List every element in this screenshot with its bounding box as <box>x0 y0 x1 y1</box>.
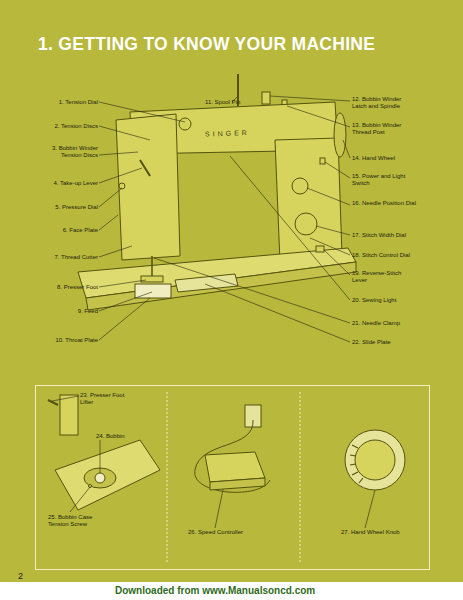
needle-position-dial <box>292 178 308 194</box>
callout-label: 15. Power and Light Switch <box>352 173 418 187</box>
callout-label: 11. Spool Pin <box>205 99 265 106</box>
bed-front <box>86 262 356 310</box>
sewing-machine <box>78 74 356 310</box>
leader-lines <box>99 96 350 342</box>
presser-foot <box>141 276 163 282</box>
callout-label: 19. Reverse-Stitch Lever <box>352 270 418 284</box>
panel-divider <box>167 392 168 564</box>
leader-line <box>154 258 350 323</box>
leader-line <box>99 292 152 311</box>
leader-line <box>316 226 350 235</box>
leader-line <box>100 440 101 473</box>
leader-line <box>365 490 375 528</box>
tension-dial <box>179 118 191 130</box>
leader-line <box>99 126 150 140</box>
leader-line <box>99 246 132 257</box>
machine-pillar <box>275 138 342 262</box>
leader-line <box>99 215 118 230</box>
power-cord <box>195 420 270 492</box>
callout-label: 23. Presser Foot Lifter <box>80 392 132 406</box>
callout-label: 17. Stitch Width Dial <box>352 232 422 239</box>
accessory-panels <box>48 392 405 564</box>
callout-label: 18. Stitch Control Dial <box>352 252 422 259</box>
leader-line <box>307 188 350 205</box>
leader-line <box>99 298 150 340</box>
page-number: 2 <box>18 571 38 581</box>
accessory-panel: 23. Presser Foot Lifter 24. Bobbin 25. Bob… <box>35 385 430 570</box>
callout-label: 27. Hand Wheel Knob <box>341 529 421 536</box>
bobbin-winder <box>262 92 270 104</box>
page-title: 1. GETTING TO KNOW YOUR MACHINE <box>38 34 375 55</box>
power-switch <box>320 158 325 164</box>
callout-label: 20. Sewing Light <box>352 297 422 304</box>
callout-label: 4. Take-up Lever <box>38 180 98 187</box>
bobbin-area <box>48 395 160 510</box>
callout-label: 2. Tension Discs <box>38 123 98 130</box>
head-detail <box>60 395 78 435</box>
knob-ridges <box>350 445 363 483</box>
knob-rim <box>345 430 405 490</box>
callout-label: 1. Tension Dial <box>38 99 98 106</box>
callout-label: 10. Throat Plate <box>38 337 98 344</box>
callout-label: 22. Slide Plate <box>352 339 422 346</box>
machine-head <box>116 114 180 260</box>
leader-line <box>52 396 79 401</box>
callout-label: 5. Pressure Dial <box>38 204 98 211</box>
needle-bar <box>151 256 153 278</box>
stitch-width-dial <box>295 213 317 235</box>
leader-line <box>287 106 350 127</box>
leader-line <box>324 250 350 275</box>
callout-label: 21. Needle Clamp <box>352 320 422 327</box>
callout-label: 3. Bobbin Winder Tension Discs <box>46 145 98 159</box>
callout-label: 9. Feed <box>38 308 98 315</box>
callout-label: 13. Bobbin Winder Thread Post <box>352 122 410 136</box>
knob-face <box>355 440 395 480</box>
callout-label: 24. Bobbin <box>96 433 136 440</box>
leader-line <box>99 152 138 155</box>
panel-divider <box>300 392 301 564</box>
callout-label: 14. Hand Wheel <box>352 155 422 162</box>
callout-label: 8. Presser Foot <box>38 284 98 291</box>
hand-wheel <box>334 113 346 157</box>
panel-leaders <box>52 396 375 528</box>
leader-line <box>70 487 90 512</box>
reverse-lever <box>316 246 324 252</box>
pedal-base <box>210 478 265 490</box>
watermark: Downloaded from www.Manualsoncd.com <box>115 585 375 597</box>
leader-line <box>310 238 350 255</box>
footer-strip <box>0 582 463 600</box>
leader-line <box>270 96 350 101</box>
leader-line <box>99 102 185 122</box>
leader-line <box>99 280 146 287</box>
callout-label: 7. Thread Cutter <box>38 254 98 261</box>
callout-label: 16. Needle Position Dial <box>352 200 418 207</box>
callout-label: 12. Bobbin Winder Latch and Spindle <box>352 96 410 110</box>
leader-line <box>205 284 350 342</box>
leader-line <box>99 168 142 183</box>
callout-label: 25. Bobbin Case Tension Screw <box>48 514 108 528</box>
bobbin <box>95 473 105 483</box>
callout-label: 26. Speed Controller <box>188 529 268 536</box>
leader-line <box>343 140 350 158</box>
leader-line <box>230 156 350 300</box>
foot-pedal <box>205 452 265 482</box>
speed-controller <box>195 405 270 492</box>
bed-detail <box>55 440 160 510</box>
hand-wheel-knob <box>345 430 405 490</box>
callout-label: 6. Face Plate <box>38 227 98 234</box>
leader-line <box>99 188 122 207</box>
leader-line <box>325 162 350 178</box>
